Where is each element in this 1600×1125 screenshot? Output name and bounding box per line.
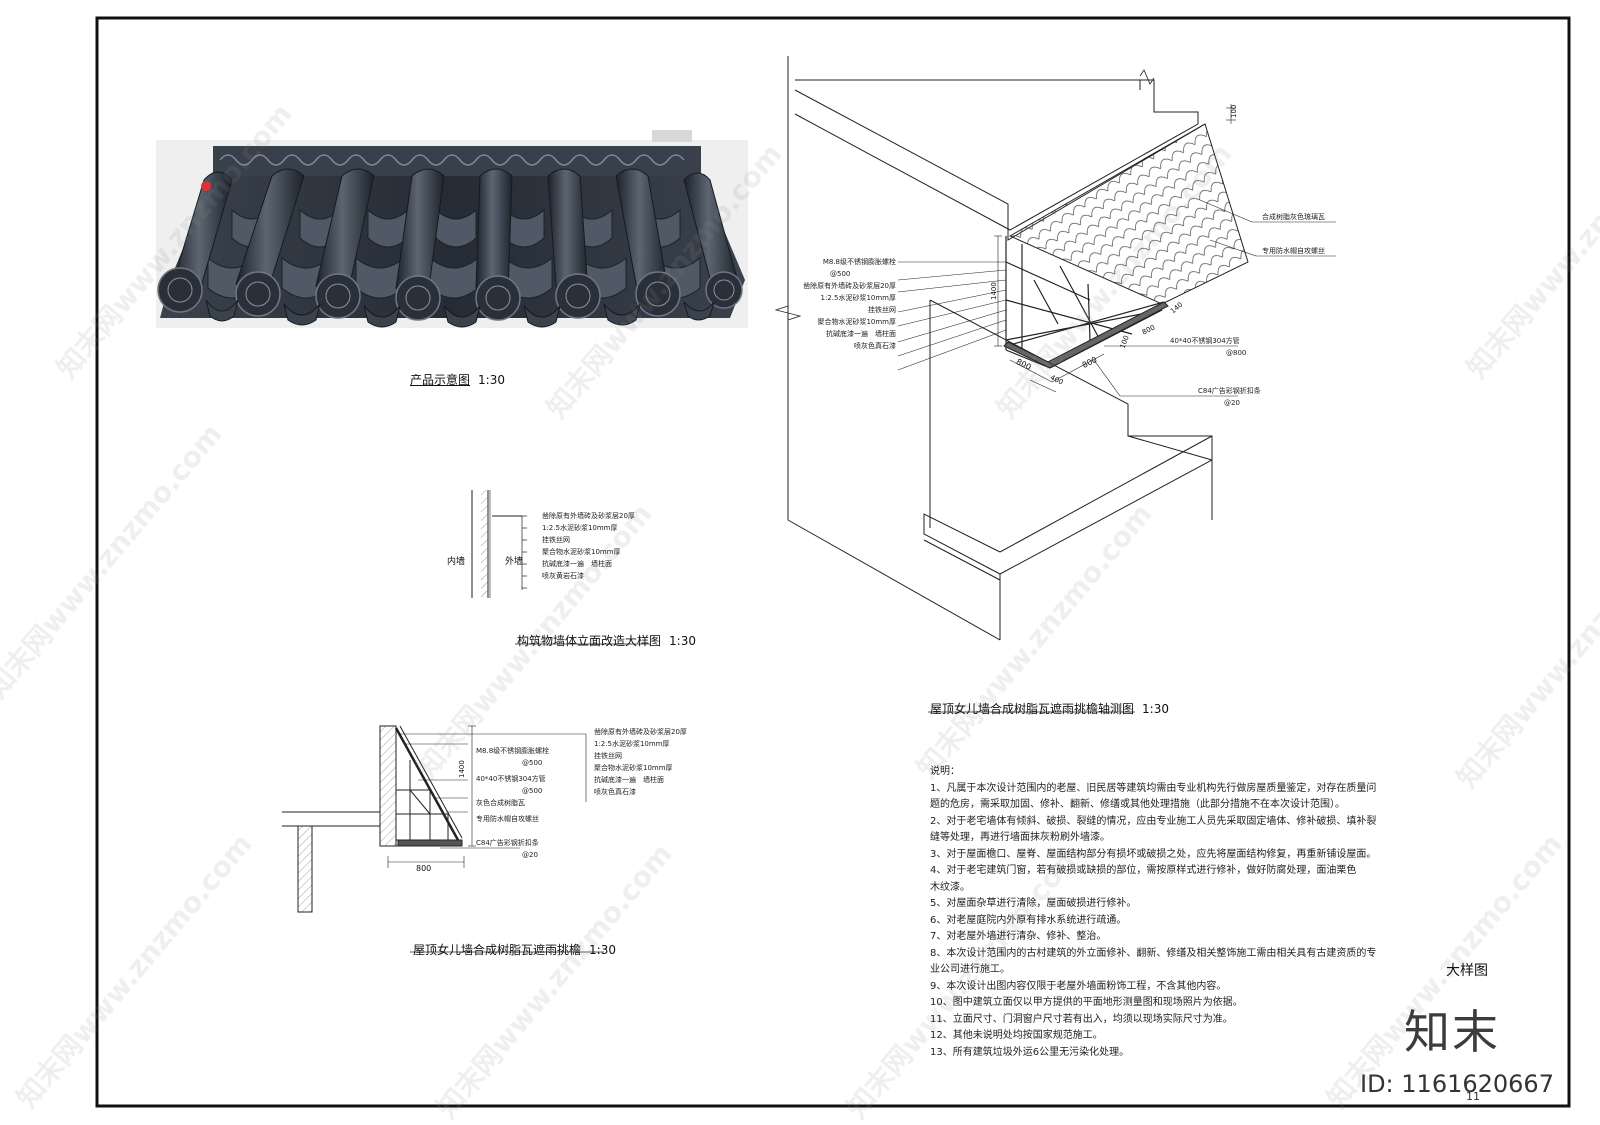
axo-dim-1400: 1400 <box>990 282 998 300</box>
note-line: 7、对老屋外墙进行清杂、修补、整治。 <box>930 931 1107 942</box>
sheet-label: 大样图 <box>1446 963 1488 979</box>
eave-left-callouts: M8.8级不锈钢膨胀螺栓 @500 40*40不锈钢304方管 @500 灰色合… <box>476 745 549 861</box>
eave-section-title: 屋顶女儿墙合成树脂瓦遮雨挑檐 1:30 <box>413 941 616 958</box>
note-line: 5、对屋面杂草进行清除，屋面破损进行修补。 <box>930 898 1137 909</box>
page-number: 11 <box>1466 1090 1480 1103</box>
callout: 聚合物水泥砂浆10mm厚 <box>542 548 621 556</box>
eave-dim-width: 800 <box>416 864 432 873</box>
callout: C84广告彩钢折扣条 <box>476 839 539 847</box>
note-line: 9、本次设计出图内容仅限于老屋外墙面粉饰工程，不含其他内容。 <box>930 980 1227 992</box>
callout: 1:2.5水泥砂浆10mm厚 <box>820 294 897 302</box>
note-line: 2、对于老宅墙体有倾斜、破损、裂缝的情况，应由专业施工人员先采取固定墙体、修补破… <box>930 815 1377 827</box>
note-line: 木纹漆。 <box>930 881 970 893</box>
callout: C84广告彩钢折扣条 <box>1198 387 1261 395</box>
eave-dim-height: 1400 <box>458 760 466 778</box>
callout: @800 <box>1226 349 1247 357</box>
note-line: 题的危房，需采取加固、修补、翻新、修缮或其他处理措施（此部分措施不在本次设计范围… <box>930 799 1345 810</box>
axonometric-drawing <box>774 56 1336 713</box>
axonometric-title-text: 屋顶女儿墙合成树脂瓦遮雨挑檐轴测图 <box>930 702 1135 716</box>
callout: 专用防水帽自攻螺丝 <box>476 815 539 823</box>
callout: 喷灰黄岩石漆 <box>542 572 584 580</box>
wall-detail-scale: 1:30 <box>669 634 696 648</box>
note-line: 4、对于老宅建筑门窗，若有破损或缺损的部位，需按原样式进行修补，做好防腐处理，面… <box>930 865 1357 876</box>
wall-detail-callouts: 凿除原有外墙砖及砂浆层20厚 1:2.5水泥砂浆10mm厚 挂铁丝网 聚合物水泥… <box>542 510 635 582</box>
callout: 凿除原有外墙砖及砂浆层20厚 <box>594 728 687 736</box>
axo-right-callout-1: 合成树脂灰色琉璃瓦 <box>1262 213 1325 221</box>
note-line: 1、凡属于本次设计范围内的老屋、旧民居等建筑均需由专业机构先行做房屋质量鉴定，对… <box>930 782 1377 794</box>
note-line: 11、立面尺寸、门洞窗户尺寸若有出入，均须以现场实际尺寸为准。 <box>930 1013 1233 1025</box>
note-line: 12、其他未说明处均按国家规范施工。 <box>930 1030 1103 1041</box>
axo-dim-100: 100 <box>1230 104 1238 118</box>
axo-bottom-callouts-a: 40*40不锈钢304方管 @800 <box>1170 335 1246 359</box>
wall-detail-title-text: 构筑物墙体立面改造大样图 <box>517 634 662 648</box>
svg-text:知末网www.znzmo.com: 知末网www.znzmo.com <box>430 837 678 1124</box>
eave-section-title-text: 屋顶女儿墙合成树脂瓦遮雨挑檐 <box>413 943 582 957</box>
callout: @500 <box>522 759 543 767</box>
note-line: 缝等处理，再进行墙面抹灰粉刷外墙漆。 <box>930 832 1110 843</box>
brand-logo: 知末 <box>1404 1005 1500 1059</box>
callout: 1:2.5水泥砂浆10mm厚 <box>594 740 670 748</box>
axo-left-callouts: M8.8级不锈钢膨胀螺栓 @500 凿除原有外墙砖及砂浆层20厚 1:2.5水泥… <box>800 256 896 352</box>
callout: 灰色合成树脂瓦 <box>476 799 525 807</box>
axo-right-callout-2: 专用防水帽自攻螺丝 <box>1262 247 1325 255</box>
callout: 喷灰色真石漆 <box>854 342 896 350</box>
callout: 聚合物水泥砂浆10mm厚 <box>817 318 896 326</box>
product-title: 产品示意图 1:30 <box>410 371 505 388</box>
callout: 挂铁丝网 <box>542 536 570 544</box>
callout: M8.8级不锈钢膨胀螺栓 <box>476 747 550 755</box>
note-line: 13、所有建筑垃圾外运6公里无污染化处理。 <box>930 1046 1130 1058</box>
axo-bottom-callouts-b: C84广告彩钢折扣条 @20 <box>1198 385 1261 409</box>
callout: 喷灰色真石漆 <box>594 788 636 796</box>
callout: 抗碱底漆一遍 墙柱面 <box>826 330 896 338</box>
design-notes: 说明： 1、凡属于本次设计范围内的老屋、旧民居等建筑均需由专业机构先行做房屋质量… <box>930 764 1376 1061</box>
note-line: 3、对于屋面檐口、屋脊、屋面结构部分有损坏或破损之处，应先将屋面结构修复，再重新… <box>930 848 1377 860</box>
callout: 抗碱底漆一遍 墙柱面 <box>594 776 664 784</box>
note-line: 业公司进行施工。 <box>930 964 1010 975</box>
callout: 40*40不锈钢304方管 <box>1170 337 1240 345</box>
svg-text:知末网www.znzmo.com: 知末网www.znzmo.com <box>0 417 228 704</box>
note-line: 8、本次设计范围内的古村建筑的外立面修补、翻新、修缮及相关整饰施工需由相关具有古… <box>930 947 1377 959</box>
note-line: 10、图中建筑立面仅以甲方提供的平面地形测量图和现场照片为依据。 <box>930 997 1243 1008</box>
sheet-border <box>95 16 1571 1108</box>
svg-text:知末网www.znzmo.com: 知末网www.znzmo.com <box>910 497 1158 784</box>
svg-text:知末网www.znzmo.com: 知末网www.znzmo.com <box>1450 507 1600 794</box>
svg-text:知末网www.znzmo.com: 知末网www.znzmo.com <box>10 827 258 1114</box>
callout: 1:2.5水泥砂浆10mm厚 <box>542 524 618 532</box>
callout: @20 <box>1224 399 1240 407</box>
product-title-text: 产品示意图 <box>410 373 471 387</box>
callout: @20 <box>522 851 538 859</box>
note-line: 6、对老屋庭院内外原有排水系统进行疏通。 <box>930 914 1127 926</box>
callout: 40*40不锈钢304方管 <box>476 775 546 783</box>
notes-heading: 说明： <box>930 766 960 777</box>
eave-right-callouts: 凿除原有外墙砖及砂浆层20厚 1:2.5水泥砂浆10mm厚 挂铁丝网 聚合物水泥… <box>594 726 687 798</box>
callout: 挂铁丝网 <box>868 306 896 314</box>
eave-section-scale: 1:30 <box>589 943 616 957</box>
product-photo <box>156 130 748 328</box>
axonometric-title: 屋顶女儿墙合成树脂瓦遮雨挑檐轴测图 1:30 <box>930 700 1169 717</box>
svg-text:知末网www.znzmo.com: 知末网www.znzmo.com <box>1460 97 1600 384</box>
id-text: ID: 1161620667 <box>1360 1070 1554 1098</box>
callout: 挂铁丝网 <box>594 752 622 760</box>
callout: @500 <box>830 270 851 278</box>
wall-detail-drawing <box>471 490 650 645</box>
inner-wall-label: 内墙 <box>447 557 466 567</box>
callout: 聚合物水泥砂浆10mm厚 <box>594 764 673 772</box>
callout: 抗碱底漆一遍 墙柱面 <box>542 560 612 568</box>
wall-detail-title: 构筑物墙体立面改造大样图 1:30 <box>517 632 696 649</box>
eave-section-drawing <box>282 725 604 953</box>
callout: 凿除原有外墙砖及砂浆层20厚 <box>542 512 635 520</box>
callout: @500 <box>522 787 543 795</box>
product-scale: 1:30 <box>478 373 505 387</box>
callout: M8.8级不锈钢膨胀螺栓 <box>822 258 896 266</box>
callout: 凿除原有外墙砖及砂浆层20厚 <box>803 282 896 290</box>
outer-wall-label: 外墙 <box>505 557 524 567</box>
axonometric-scale: 1:30 <box>1142 702 1169 716</box>
